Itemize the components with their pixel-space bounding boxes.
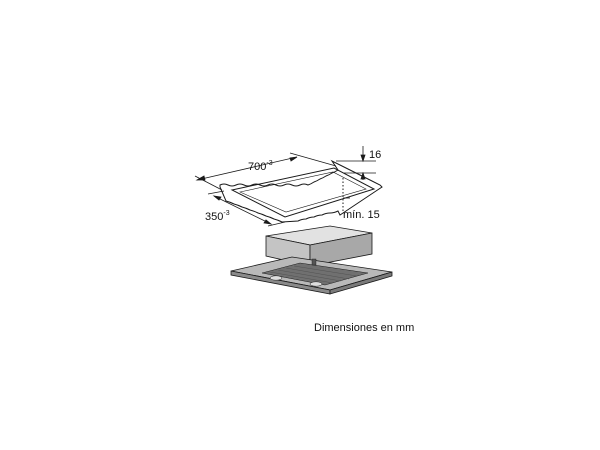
hood-housing-right	[309, 232, 373, 267]
height-arrow-bottom	[360, 171, 366, 180]
width-ext-right	[267, 221, 286, 227]
light-right-icon	[309, 281, 323, 287]
control-knob	[311, 258, 317, 266]
frame-inner-edge	[230, 167, 376, 218]
clearance-value: mín. 15	[343, 209, 380, 221]
width-tolerance: -3	[223, 210, 230, 217]
ceiling-cutout-frame	[219, 159, 383, 223]
length-label: 700-3	[248, 160, 273, 173]
length-arrow-left	[195, 175, 206, 181]
dimension-lines	[194, 146, 376, 227]
clearance-label: mín. 15	[343, 210, 380, 221]
units-caption: Dimensiones en mm	[314, 322, 415, 334]
light-left-icon	[269, 275, 283, 281]
frame-bevel	[239, 171, 367, 213]
hood-unit	[230, 225, 393, 295]
hood-base-front-right	[329, 271, 393, 295]
height-arrow-top	[360, 154, 366, 163]
length-dim-line	[196, 156, 298, 181]
height-label: 16	[369, 150, 381, 161]
length-arrow-right	[289, 156, 298, 162]
length-value: 700	[248, 161, 267, 173]
length-ext-left	[194, 175, 223, 191]
length-tolerance: -3	[266, 160, 273, 167]
width-arrow-bottom	[263, 219, 273, 225]
width-ext-left	[207, 190, 225, 195]
width-value: 350	[205, 211, 224, 223]
length-ext-right	[289, 152, 337, 167]
filter-mesh	[269, 265, 358, 284]
width-label: 350-3	[205, 210, 230, 223]
width-dim-line	[213, 195, 272, 225]
height-value: 16	[369, 149, 382, 161]
frame-outer-edge	[219, 159, 383, 223]
width-arrow-top	[212, 195, 222, 201]
